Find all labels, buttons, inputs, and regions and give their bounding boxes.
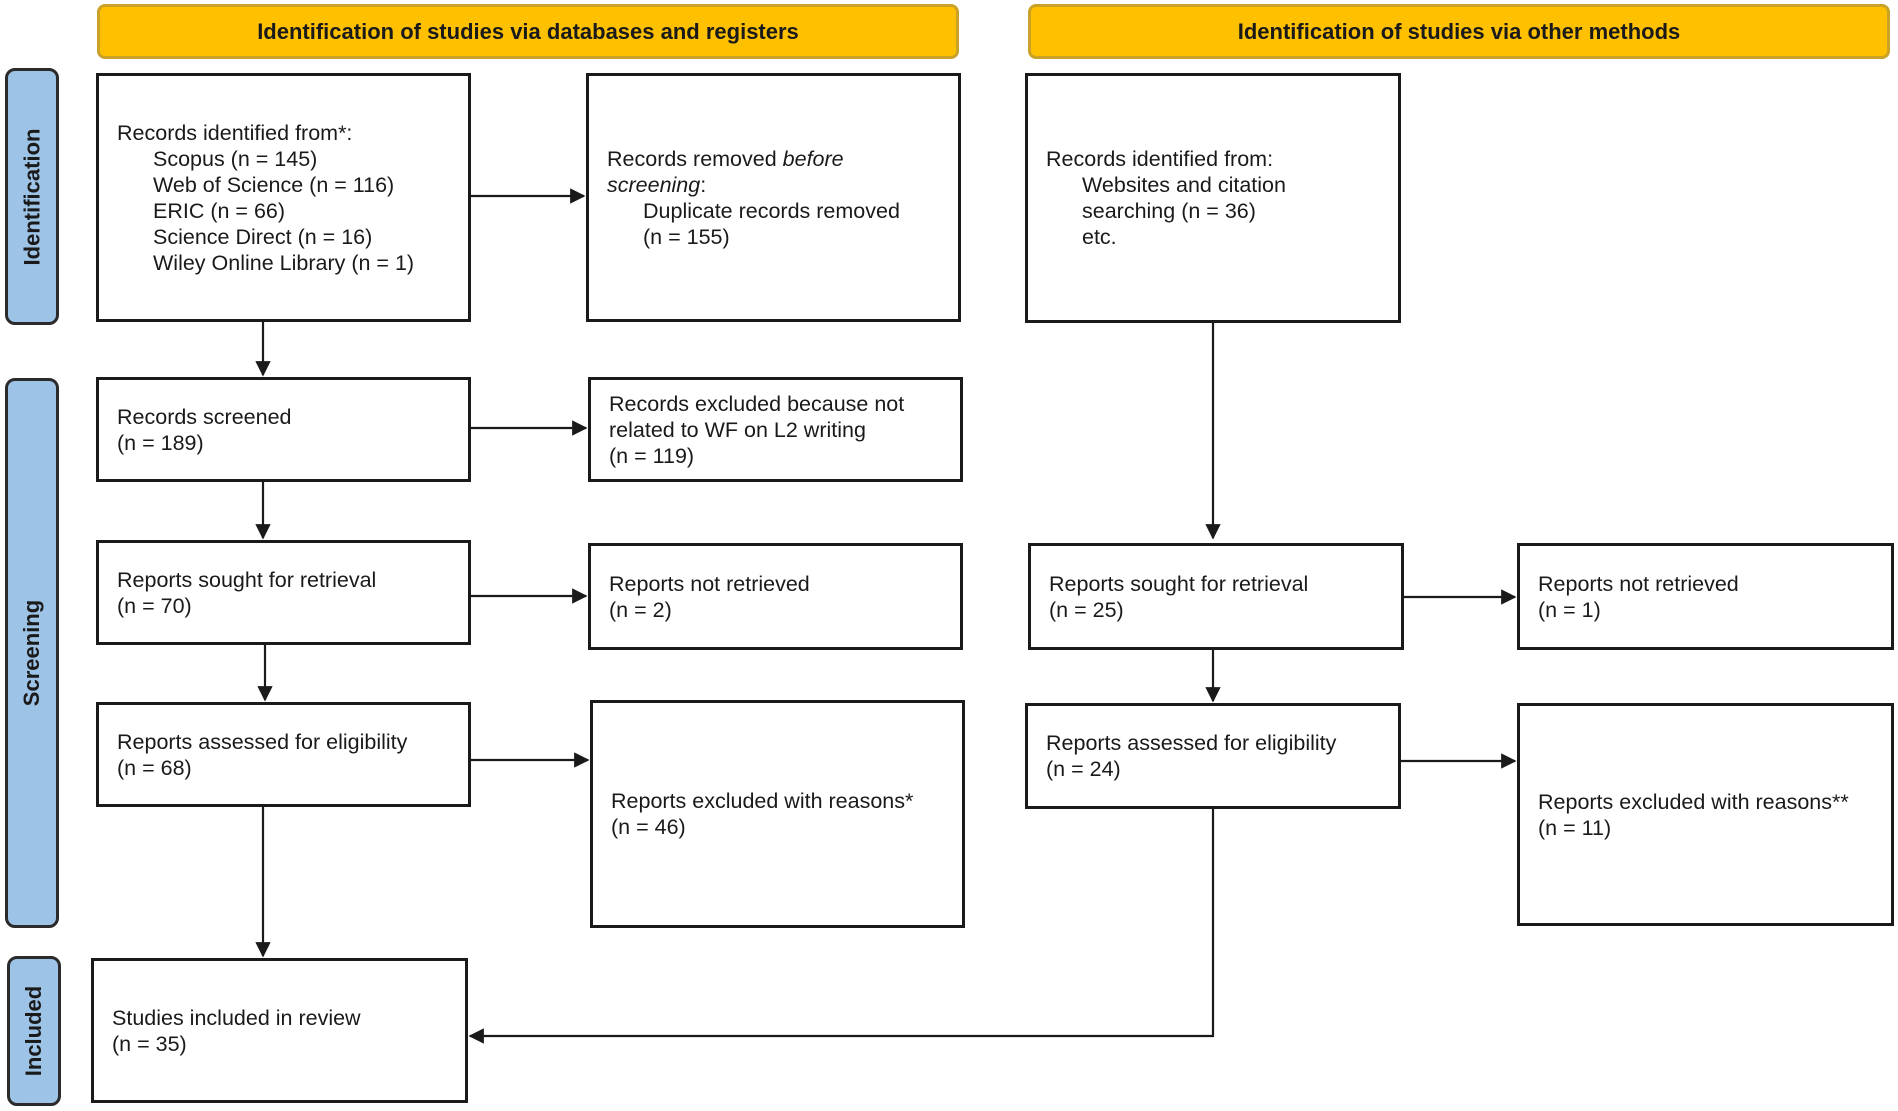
db-records-identified-box: Records identified from*: Scopus (n = 14… (96, 73, 471, 322)
other-not-retrieved-count: (n = 1) (1538, 597, 1601, 622)
other-reports-assessed-box: Reports assessed for eligibility (n = 24… (1025, 703, 1401, 809)
db-records-screened-box: Records screened (n = 189) (96, 377, 471, 482)
db-source-scopus: Scopus (n = 145) (153, 146, 318, 171)
db-identified-title: Records identified from*: (117, 120, 353, 145)
db-not-retrieved-count: (n = 2) (609, 597, 672, 622)
db-removed-count: (n = 155) (643, 224, 730, 249)
other-assessed-title: Reports assessed for eligibility (1046, 731, 1337, 755)
db-removed-line2: screening: (607, 172, 940, 198)
db-records-removed-box: Records removed before screening: Duplic… (586, 73, 961, 322)
other-reports-excluded-reasons-box: Reports excluded with reasons** (n = 11) (1517, 703, 1894, 926)
db-reports-assessed-box: Reports assessed for eligibility (n = 68… (96, 702, 471, 807)
other-sought-count: (n = 25) (1049, 597, 1124, 622)
other-identified-line2: searching (n = 36) (1082, 199, 1256, 223)
phase-included: Included (7, 956, 61, 1106)
db-reports-sought-box: Reports sought for retrieval (n = 70) (96, 540, 471, 645)
other-identified-line3: etc. (1082, 225, 1117, 249)
db-assessed-count: (n = 68) (117, 755, 192, 780)
db-excluded-line2: related to WF on L2 writing (609, 417, 866, 442)
db-source-web-of-science: Web of Science (n = 116) (153, 172, 395, 197)
other-not-retrieved-title: Reports not retrieved (1538, 571, 1739, 596)
other-assessed-count: (n = 24) (1046, 757, 1121, 781)
other-identified-line1: Websites and citation (1082, 173, 1286, 197)
other-reports-not-retrieved-box: Reports not retrieved (n = 1) (1517, 543, 1894, 650)
other-records-identified-box: Records identified from: Websites and ci… (1025, 73, 1401, 323)
db-records-excluded-box: Records excluded because not related to … (588, 377, 963, 482)
db-excluded-count: (n = 119) (609, 443, 695, 468)
db-removed-prefix: Records removed (607, 146, 783, 171)
phase-identification: Identification (5, 68, 59, 325)
header-other-methods: Identification of studies via other meth… (1028, 4, 1890, 59)
other-excluded-reasons-title: Reports excluded with reasons** (1538, 789, 1849, 814)
arrow-other-assessed-to-included (468, 809, 1215, 1044)
db-removed-suffix: : (700, 172, 707, 197)
other-excluded-reasons-count: (n = 11) (1538, 815, 1612, 840)
phase-screening: Screening (5, 378, 59, 928)
db-sought-title: Reports sought for retrieval (117, 567, 377, 592)
header-other-label: Identification of studies via other meth… (1237, 18, 1681, 44)
db-reports-not-retrieved-box: Reports not retrieved (n = 2) (588, 543, 963, 650)
db-screened-title: Records screened (117, 404, 292, 429)
other-reports-sought-box: Reports sought for retrieval (n = 25) (1028, 543, 1404, 650)
db-excluded-reasons-count: (n = 46) (611, 815, 686, 839)
db-excluded-reasons-title: Reports excluded with reasons* (611, 789, 914, 813)
other-sought-title: Reports sought for retrieval (1049, 571, 1309, 596)
db-reports-excluded-reasons-box: Reports excluded with reasons* (n = 46) (590, 700, 965, 928)
db-removed-line1: Records removed before (607, 146, 940, 172)
other-identified-title: Records identified from: (1046, 147, 1274, 171)
db-not-retrieved-title: Reports not retrieved (609, 571, 810, 596)
header-databases-label: Identification of studies via databases … (257, 18, 799, 44)
included-title: Studies included in review (112, 1005, 361, 1030)
db-source-wiley: Wiley Online Library (n = 1) (153, 250, 415, 275)
db-assessed-title: Reports assessed for eligibility (117, 729, 408, 754)
db-removed-detail: Duplicate records removed (643, 198, 900, 223)
db-removed-emph-screening: screening (607, 172, 701, 197)
db-screened-count: (n = 189) (117, 430, 204, 455)
studies-included-box: Studies included in review (n = 35) (91, 958, 468, 1103)
db-excluded-line1: Records excluded because not (609, 391, 905, 416)
db-sought-count: (n = 70) (117, 593, 192, 618)
db-source-eric: ERIC (n = 66) (153, 198, 286, 223)
db-source-science-direct: Science Direct (n = 16) (153, 224, 373, 249)
db-removed-emph-before: before (782, 146, 844, 171)
header-databases-registers: Identification of studies via databases … (97, 4, 959, 59)
included-count: (n = 35) (112, 1031, 187, 1056)
